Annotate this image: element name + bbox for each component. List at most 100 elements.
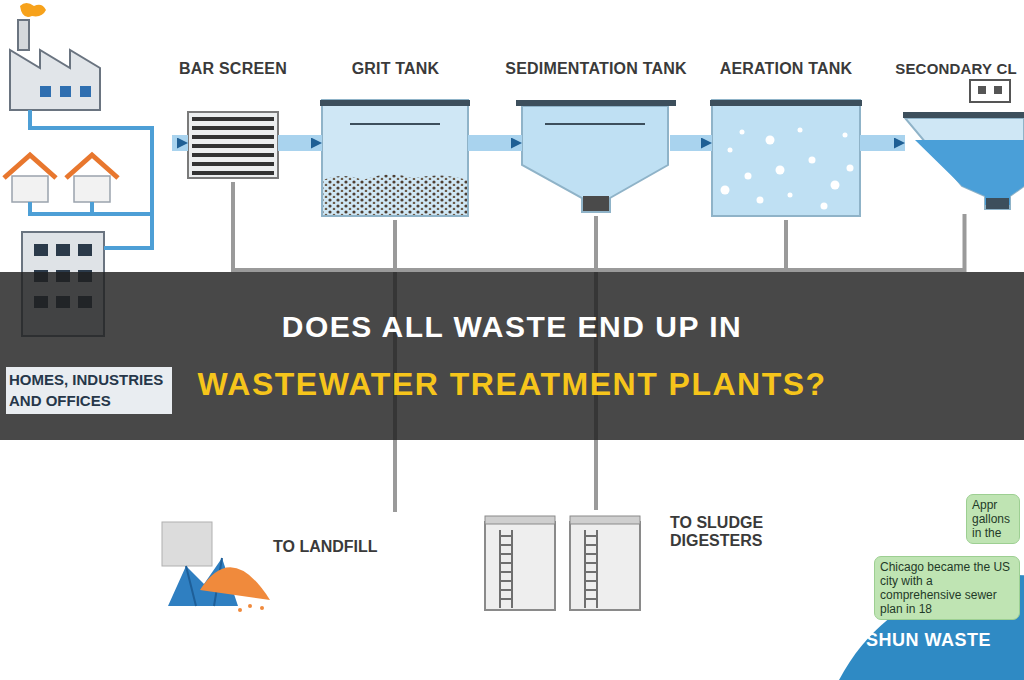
sludge-digester-icon <box>585 544 597 546</box>
node-label: HOMES, INDUSTRIES AND OFFICES <box>6 367 172 415</box>
sludge-digester-icon <box>585 535 597 537</box>
sludge-digesters: TO SLUDGE DIGESTERS <box>478 510 778 614</box>
house-icon <box>66 155 118 178</box>
sludge-digester-icon <box>585 580 597 582</box>
secondary-clarifier: SECONDARY CL <box>890 56 1022 214</box>
bar-screen-drawing <box>192 126 274 130</box>
bar-screen: BAR SCREEN <box>168 56 298 186</box>
fact-callout: Chicago became the US city with a compre… <box>874 556 1020 620</box>
sludge-digester-icon <box>500 535 512 537</box>
callout-text: Appr gallons in the <box>972 498 1014 540</box>
sludge-digester-icon <box>585 562 597 564</box>
grit-tank-drawing <box>320 100 470 106</box>
landfill-icon <box>162 522 270 612</box>
aeration-tank-drawing <box>710 100 862 216</box>
sedimentation-tank-drawing <box>516 100 676 106</box>
factory-icon <box>10 50 100 110</box>
sewer-pipe <box>104 246 152 250</box>
aeration-tank-drawing <box>721 186 730 195</box>
sludge-digester-icon <box>585 553 597 555</box>
grit-tank-drawing <box>322 100 468 216</box>
secondary-clarifier-drawing <box>903 80 1024 209</box>
aeration-tank-drawing <box>809 157 816 164</box>
sludge-digester-icon <box>585 598 597 600</box>
flow-pipe <box>172 135 188 151</box>
sludge-digester-icon <box>585 589 597 591</box>
watermark: SHUN WASTE <box>866 630 991 651</box>
secondary-clarifier-drawing <box>905 118 1024 209</box>
secondary-clarifier-drawing <box>915 140 1024 205</box>
tank-outline <box>322 104 468 220</box>
landfill-icon <box>260 606 264 610</box>
aeration-tank-drawing <box>721 128 854 210</box>
bar-screen-drawing <box>188 112 278 178</box>
grit-tank: GRIT TANK <box>316 56 475 222</box>
factory-icon <box>18 20 29 50</box>
aeration-tank-drawing <box>821 203 828 210</box>
aeration-tank-drawing <box>798 128 803 133</box>
bar-screen-drawing <box>192 117 274 175</box>
sludge-digester-icon <box>511 530 513 608</box>
callout-text: Chicago became the US city with a compre… <box>880 560 1014 616</box>
secondary-clarifier-drawing <box>903 112 1024 118</box>
sludge-digester-icon <box>500 571 512 573</box>
secondary-clarifier-drawing <box>994 86 1002 94</box>
secondary-clarifier-drawing <box>986 198 1009 209</box>
tank-outline <box>905 104 1024 214</box>
aeration-tank-drawing <box>757 197 764 204</box>
sedimentation-tank-drawing <box>516 100 676 212</box>
grit-tank-drawing <box>350 123 440 125</box>
grit-tank-drawing <box>323 174 467 215</box>
sludge-digester-icon <box>485 522 555 610</box>
sludge-digester-icon <box>485 516 555 524</box>
landfill-icon <box>248 604 252 608</box>
aeration-tank-drawing <box>766 136 775 145</box>
aeration-tank: AERATION TANK <box>706 56 866 222</box>
sedimentation-tank: SEDIMENTATION TANK <box>496 56 696 218</box>
source-group: HOMES, INDUSTRIES AND OFFICES <box>6 8 172 414</box>
tank-outline <box>188 116 278 182</box>
node-label: TO SLUDGE DIGESTERS <box>670 514 770 550</box>
node-label: BAR SCREEN <box>168 60 298 78</box>
node-label: TO LANDFILL <box>273 538 402 556</box>
house-icon <box>4 155 118 202</box>
factory-icon <box>60 86 71 97</box>
flow-pipe <box>860 135 905 151</box>
sewer-pipe <box>30 202 152 214</box>
grit-tank-drawing <box>320 100 470 216</box>
house-icon <box>12 176 48 202</box>
tank-outline <box>522 104 670 216</box>
banner-title: WASTEWATER TREATMENT PLANTS? <box>197 366 826 403</box>
sludge-digester-icon <box>570 516 640 524</box>
secondary-clarifier-drawing <box>978 86 986 94</box>
sludge-digester-icon <box>500 553 512 555</box>
secondary-clarifier-drawing <box>970 80 1010 102</box>
sedimentation-tank-drawing <box>545 123 645 125</box>
flow-pipe <box>278 135 322 151</box>
sludge-digester-icon <box>585 571 597 573</box>
factory-icon <box>80 86 91 97</box>
sludge-digester-icon <box>485 516 640 610</box>
sludge-digester-icon <box>499 530 501 608</box>
aeration-tank-drawing <box>831 181 840 190</box>
sewer-pipe <box>150 126 154 250</box>
sludge-digester-icon <box>570 522 640 610</box>
aeration-tank-drawing <box>745 173 752 180</box>
flow-pipe <box>670 135 712 151</box>
house-icon <box>4 155 56 178</box>
aeration-tank-drawing <box>847 165 854 172</box>
node-label: SEDIMENTATION TANK <box>496 60 696 78</box>
sludge-digester-icon <box>500 589 512 591</box>
node-label: SECONDARY CL <box>890 60 1022 77</box>
tank-outline <box>712 104 860 220</box>
landfill: TO LANDFILL <box>158 512 402 612</box>
sludge-digester-icon <box>500 544 512 546</box>
sewer-pipe <box>90 202 94 214</box>
office-building-icon <box>78 244 92 256</box>
sludge-digester-icon <box>584 530 586 608</box>
sludge-digester-icon <box>500 530 597 608</box>
landfill-icon <box>200 567 270 600</box>
aeration-tank-drawing <box>776 166 785 175</box>
factory-icon <box>20 3 46 17</box>
title-banner: DOES ALL WASTE END UP INWASTEWATER TREAT… <box>0 272 1024 440</box>
